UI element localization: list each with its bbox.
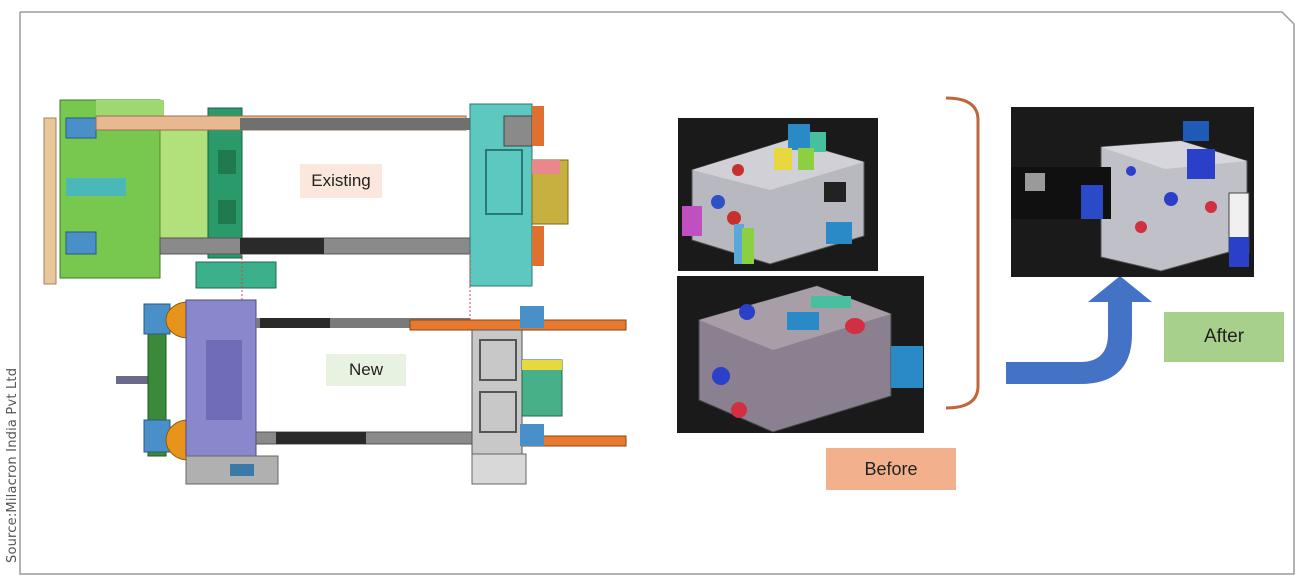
before-label: Before: [826, 448, 956, 490]
before-to-after-arrow: [1006, 276, 1152, 384]
new-machine-illustration: [116, 299, 627, 485]
manifold-after-image: [1011, 107, 1254, 277]
existing-label: Existing: [300, 164, 382, 198]
manifold-before-image-1: [678, 118, 878, 271]
manifold-before-image-2: [677, 276, 924, 433]
existing-machine-illustration: [43, 99, 569, 289]
source-credit: Source:Milacron India Pvt Ltd: [5, 367, 20, 563]
grouping-bracket: [945, 96, 980, 410]
new-label: New: [326, 354, 406, 386]
after-label: After: [1164, 312, 1284, 362]
